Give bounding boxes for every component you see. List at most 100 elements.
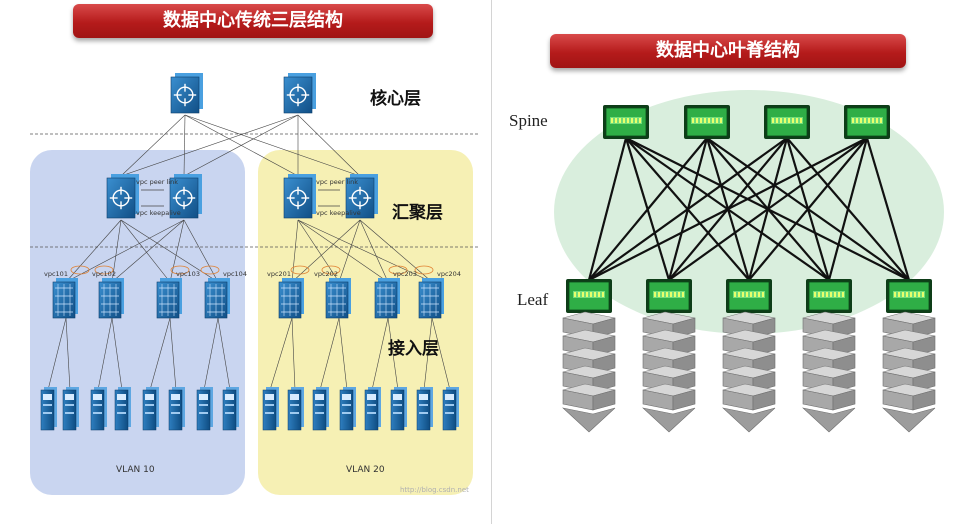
- leaf-switch: [806, 279, 852, 313]
- aggregation-access-link: [291, 219, 299, 283]
- vlan10-label: VLAN 10: [116, 465, 155, 475]
- panel-divider: [491, 0, 492, 524]
- vpc-label: vpc201: [267, 270, 291, 278]
- vpc-label: vpc204: [437, 270, 461, 278]
- spine-leaf-link: [588, 137, 868, 281]
- three-tier-diagram: 核心层 汇聚层 接入层 vpc peer link vpc keepalive …: [30, 73, 478, 495]
- server: [442, 387, 459, 431]
- access-server-link: [65, 317, 71, 391]
- aggregation-switch: [169, 174, 202, 219]
- vpc-ring: [170, 265, 190, 275]
- core-aggregation-link: [297, 114, 361, 177]
- access-switch: [418, 278, 444, 319]
- aggregation-access-link: [297, 219, 433, 283]
- core-aggregation-link: [120, 114, 186, 177]
- aggregation-access-link: [183, 219, 219, 283]
- vpc-label: vpc102: [92, 270, 116, 278]
- vpc-keepalive-label-right: vpc keepalive: [316, 209, 361, 217]
- aggregation-access-link: [291, 219, 361, 283]
- server-rack: [802, 311, 856, 433]
- vpc-peer-link-label-right: vpc peer link: [316, 178, 358, 186]
- leaf-switch: [886, 279, 932, 313]
- aggregation-access-link: [359, 219, 389, 283]
- access-server-link: [319, 317, 340, 391]
- server: [364, 387, 381, 431]
- core-aggregation-link: [120, 114, 299, 177]
- aggregation-layer-label: 汇聚层: [392, 203, 443, 223]
- spine-leaf-nodes: [562, 105, 936, 433]
- spine-switch: [844, 105, 890, 139]
- access-server-link: [291, 317, 296, 391]
- vlan20-label: VLAN 20: [346, 465, 385, 475]
- server: [222, 387, 239, 431]
- server: [390, 387, 407, 431]
- leaf-label: Leaf: [517, 290, 548, 309]
- watermark: http://blog.csdn.net: [400, 486, 469, 494]
- spine-leaf-link: [748, 137, 868, 281]
- server-rack: [882, 311, 936, 433]
- access-layer-label: 接入层: [388, 338, 439, 359]
- server: [312, 387, 329, 431]
- aggregation-switch: [345, 174, 378, 219]
- vpc-ring: [94, 265, 114, 275]
- access-server-link: [387, 317, 399, 391]
- access-switch: [374, 278, 400, 319]
- spine-leaf-link: [668, 137, 868, 281]
- access-server-link: [423, 317, 433, 391]
- leaf-switch: [726, 279, 772, 313]
- spine-leaf-panel: Spine Leaf 数据中心叶脊结构: [497, 0, 953, 524]
- access-switch: [98, 278, 124, 319]
- vpc-keepalive-label-left: vpc keepalive: [136, 209, 181, 217]
- server-rack: [642, 311, 696, 433]
- spine-leaf-link: [588, 137, 788, 281]
- access-server-link: [97, 317, 113, 391]
- spine-leaf-link: [827, 137, 869, 281]
- aggregation-access-link: [111, 219, 185, 283]
- aggregation-access-link: [297, 219, 389, 283]
- vpc-ring: [70, 265, 90, 275]
- access-switch: [278, 278, 304, 319]
- core-layer-label: 核心层: [370, 88, 421, 109]
- access-server-link: [338, 317, 348, 391]
- access-server-link: [149, 317, 171, 391]
- spine-label: Spine: [509, 111, 548, 130]
- access-server-link: [431, 317, 451, 391]
- three-tier-title-banner: 数据中心传统三层结构: [73, 4, 433, 38]
- aggregation-access-link: [359, 219, 433, 283]
- vpc-ring: [200, 265, 220, 275]
- aggregation-switch: [106, 174, 139, 219]
- access-switch: [204, 278, 230, 319]
- vlan10-zone: [30, 150, 245, 495]
- vpc-label: vpc101: [44, 270, 68, 278]
- three-tier-panel: 核心层 汇聚层 接入层 vpc peer link vpc keepalive …: [30, 4, 478, 495]
- server: [196, 387, 213, 431]
- vpc-label: vpc203: [393, 270, 417, 278]
- vpc-ring: [388, 265, 408, 275]
- aggregation-access-link: [65, 219, 185, 283]
- aggregation-access-link: [120, 219, 171, 283]
- core-aggregation-link: [184, 114, 361, 177]
- left-links: [47, 114, 451, 391]
- aggregation-access-link: [338, 219, 361, 283]
- vpc-peer-link-label-left: vpc peer link: [136, 178, 178, 186]
- access-server-link: [203, 317, 219, 391]
- access-server-link: [111, 317, 123, 391]
- vpc-ring: [414, 265, 434, 275]
- server: [339, 387, 356, 431]
- vpc-label: vpc103: [176, 270, 200, 278]
- core-aggregation-link: [183, 114, 299, 177]
- access-server-link: [269, 317, 293, 391]
- core-switch: [283, 73, 316, 114]
- spine-switch: [603, 105, 649, 139]
- leaf-switch: [646, 279, 692, 313]
- spine-leaf-diagram: Spine Leaf: [509, 90, 944, 433]
- leaf-switch: [566, 279, 612, 313]
- access-server-link: [217, 317, 231, 391]
- server: [90, 387, 107, 431]
- core-switch: [170, 73, 203, 114]
- spine-leaf-link: [588, 137, 708, 281]
- access-switch: [52, 278, 78, 319]
- server: [287, 387, 304, 431]
- server: [168, 387, 185, 431]
- vpc-ring: [290, 265, 310, 275]
